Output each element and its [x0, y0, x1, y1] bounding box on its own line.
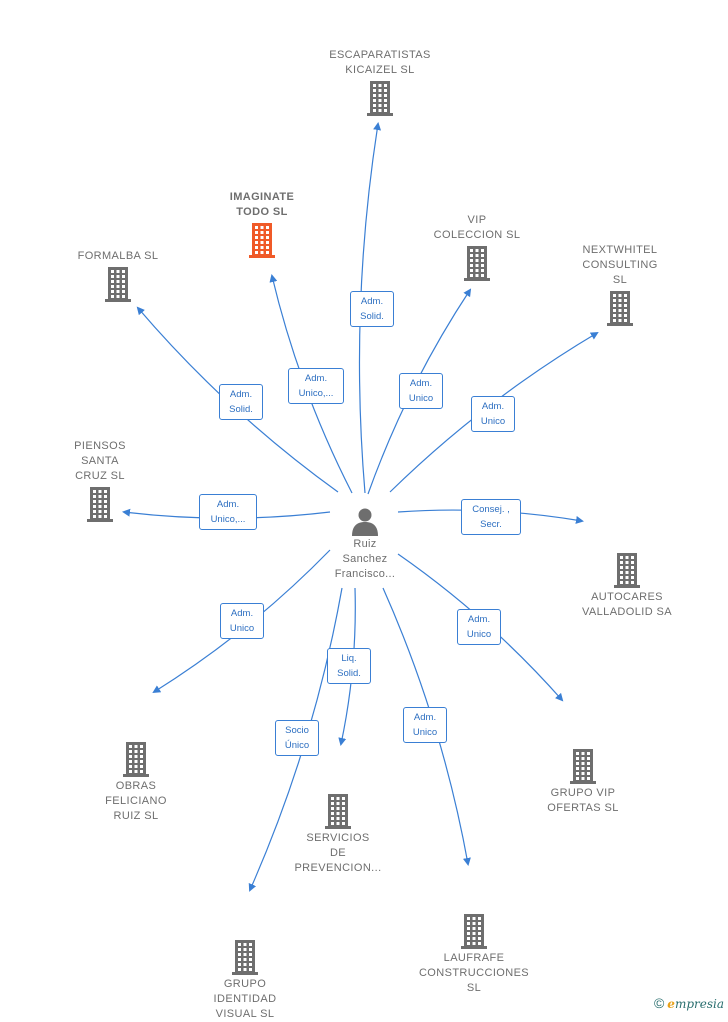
company-node-imaginate[interactable]: IMAGINATE TODO SL: [202, 190, 322, 260]
company-name: AUTOCARES VALLADOLID SA: [582, 591, 672, 618]
company-node-piensos[interactable]: PIENSOS SANTA CRUZ SL: [40, 439, 160, 524]
company-name: LAUFRAFE CONSTRUCCIONES SL: [418, 952, 530, 994]
role-label-obras: Adm. Unico: [220, 603, 264, 639]
company-name: VIP COLECCION SL: [433, 214, 521, 241]
company-node-laufrafe[interactable]: LAUFRAFE CONSTRUCCIONES SL: [414, 911, 534, 996]
brand-footer: ©empresia: [654, 995, 724, 1011]
building-icon: [105, 267, 131, 302]
building-icon: [464, 246, 490, 281]
building-icon: [614, 553, 640, 588]
role-label-servicios: Liq. Solid.: [327, 648, 371, 684]
building-icon: [325, 794, 351, 829]
role-label-formalba: Adm. Solid.: [219, 384, 263, 420]
company-name: GRUPO IDENTIDAD VISUAL SL: [213, 978, 277, 1020]
building-icon: [367, 81, 393, 116]
company-node-grupo-identidad[interactable]: GRUPO IDENTIDAD VISUAL SL: [185, 937, 305, 1022]
person-icon: [352, 508, 378, 536]
role-label-grupo-vip: Adm. Unico: [457, 609, 501, 645]
company-name: ESCAPARATISTAS KICAIZEL SL: [329, 49, 431, 76]
role-label-grupo-identidad: Socio Único: [275, 720, 319, 756]
building-icon: [87, 487, 113, 522]
building-icon: [123, 742, 149, 777]
company-node-vip-coleccion[interactable]: VIP COLECCION SL: [417, 213, 537, 283]
company-name: NEXTWHITEL CONSULTING SL: [582, 244, 658, 286]
company-node-nextwhitel[interactable]: NEXTWHITEL CONSULTING SL: [560, 243, 680, 328]
person-name: Ruiz Sanchez Francisco...: [334, 538, 396, 580]
role-label-nextwhitel: Adm. Unico: [471, 396, 515, 432]
role-label-imaginate: Adm. Unico,...: [288, 368, 344, 404]
company-name: GRUPO VIP OFERTAS SL: [547, 787, 619, 814]
company-node-obras[interactable]: OBRAS FELICIANO RUIZ SL: [76, 739, 196, 824]
company-node-grupo-vip[interactable]: GRUPO VIP OFERTAS SL: [523, 746, 643, 816]
brand-logo: empresia: [667, 997, 724, 1011]
company-node-servicios[interactable]: SERVICIOS DE PREVENCION...: [278, 791, 398, 876]
person-node[interactable]: Ruiz Sanchez Francisco...: [310, 505, 420, 582]
role-label-laufrafe: Adm. Unico: [403, 707, 447, 743]
building-icon: [249, 223, 275, 258]
building-icon: [607, 291, 633, 326]
company-name: SERVICIOS DE PREVENCION...: [294, 832, 382, 874]
building-icon: [461, 914, 487, 949]
company-name: OBRAS FELICIANO RUIZ SL: [105, 780, 167, 822]
role-label-autocares: Consej. , Secr.: [461, 499, 521, 535]
copyright-icon: ©: [653, 995, 665, 1011]
building-icon: [570, 749, 596, 784]
role-label-vip-coleccion: Adm. Unico: [399, 373, 443, 409]
building-icon: [232, 940, 258, 975]
role-label-escaparatistas: Adm. Solid.: [350, 291, 394, 327]
company-node-autocares[interactable]: AUTOCARES VALLADOLID SA: [567, 550, 687, 620]
company-node-formalba[interactable]: FORMALBA SL: [58, 249, 178, 304]
role-label-piensos: Adm. Unico,...: [199, 494, 257, 530]
company-name: PIENSOS SANTA CRUZ SL: [74, 440, 126, 482]
company-node-escaparatistas[interactable]: ESCAPARATISTAS KICAIZEL SL: [320, 48, 440, 118]
company-name: IMAGINATE TODO SL: [229, 191, 295, 218]
company-name: FORMALBA SL: [77, 250, 159, 262]
